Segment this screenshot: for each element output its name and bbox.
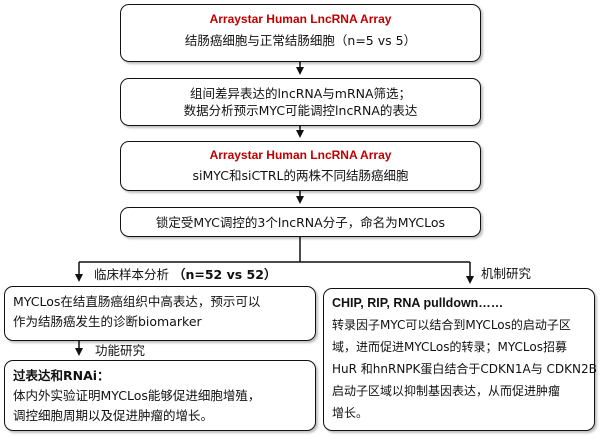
clinical-result-box: MYCLos在结直肠癌组织中高表达，预示可以 作为结肠癌发生的诊断biomark… xyxy=(4,286,316,341)
mechanism-line-4: 启动子区域以抑制基因表达，从而促进肿瘤 xyxy=(332,384,561,398)
mechanism-methods-title: CHIP, RIP, RNA pulldown…… xyxy=(332,296,504,310)
mechanism-study-label: 机制研究 xyxy=(481,266,532,281)
clinical-result-line-1: MYCLos在结直肠癌组织中高表达，预示可以 xyxy=(13,294,261,309)
screening-step-box: 组间差异表达的lncRNA与mRNA筛选； 数据分析预示MYC可能调控lncRN… xyxy=(120,78,481,126)
functional-line-2: 调控细胞周期以及促进肿瘤的增长。 xyxy=(13,408,214,423)
screening-line-1: 组间差异表达的lncRNA与mRNA筛选； xyxy=(189,86,412,101)
mechanism-result-box: CHIP, RIP, RNA pulldown…… 转录因子MYC可以结合到MY… xyxy=(323,288,597,431)
functional-result-box: 过表达和RNAi： 体内外实验证明MYCLos能够促进细胞增殖， 调控细胞周期以… xyxy=(4,360,316,431)
clinical-result-line-2: 作为结肠癌发生的诊断biomarker xyxy=(13,314,202,329)
clinical-analysis-label: 临床样本分析 （n=52 vs 52） xyxy=(94,267,276,283)
myclos-identification-box: 锁定受MYC调控的3个lncRNA分子，命名为MYCLos xyxy=(120,207,481,237)
mechanism-line-1: 转录因子MYC可以结合到MYCLos的启动子区 xyxy=(332,318,571,332)
mechanism-line-2: 域，进而促进MYCLos的转录；MYCLos招募 xyxy=(332,340,567,354)
myclos-identification-text: 锁定受MYC调控的3个lncRNA分子，命名为MYCLos xyxy=(155,215,446,230)
clinical-sample-count: （n=52 vs 52） xyxy=(172,267,277,282)
functional-line-1: 体内外实验证明MYCLos能够促进细胞增殖， xyxy=(13,388,261,403)
functional-title: 过表达和RNAi： xyxy=(13,368,110,383)
microarray-step-box: Arraystar Human LncRNA Array 结肠癌细胞与正常结肠细… xyxy=(120,4,481,62)
clinical-label-text: 临床样本分析 xyxy=(94,267,173,282)
screening-line-2: 数据分析预示MYC可能调控lncRNA的表达 xyxy=(183,103,418,118)
mechanism-line-3: HuR 和hnRNPK蛋白结合于CDKN1A与 CDKN2B xyxy=(332,362,597,376)
simyc-array-box: Arraystar Human LncRNA Array siMYC和siCTR… xyxy=(120,141,481,191)
array-title: Arraystar Human LncRNA Array xyxy=(209,12,392,26)
array-title-2: Arraystar Human LncRNA Array xyxy=(209,148,392,162)
sample-description: 结肠癌细胞与正常结肠细胞（n=5 vs 5） xyxy=(184,33,417,48)
functional-study-label: 功能研究 xyxy=(95,343,146,358)
mechanism-line-5: 增长。 xyxy=(332,406,369,420)
simyc-description: siMYC和siCTRL的两株不同结肠癌细胞 xyxy=(192,168,409,183)
